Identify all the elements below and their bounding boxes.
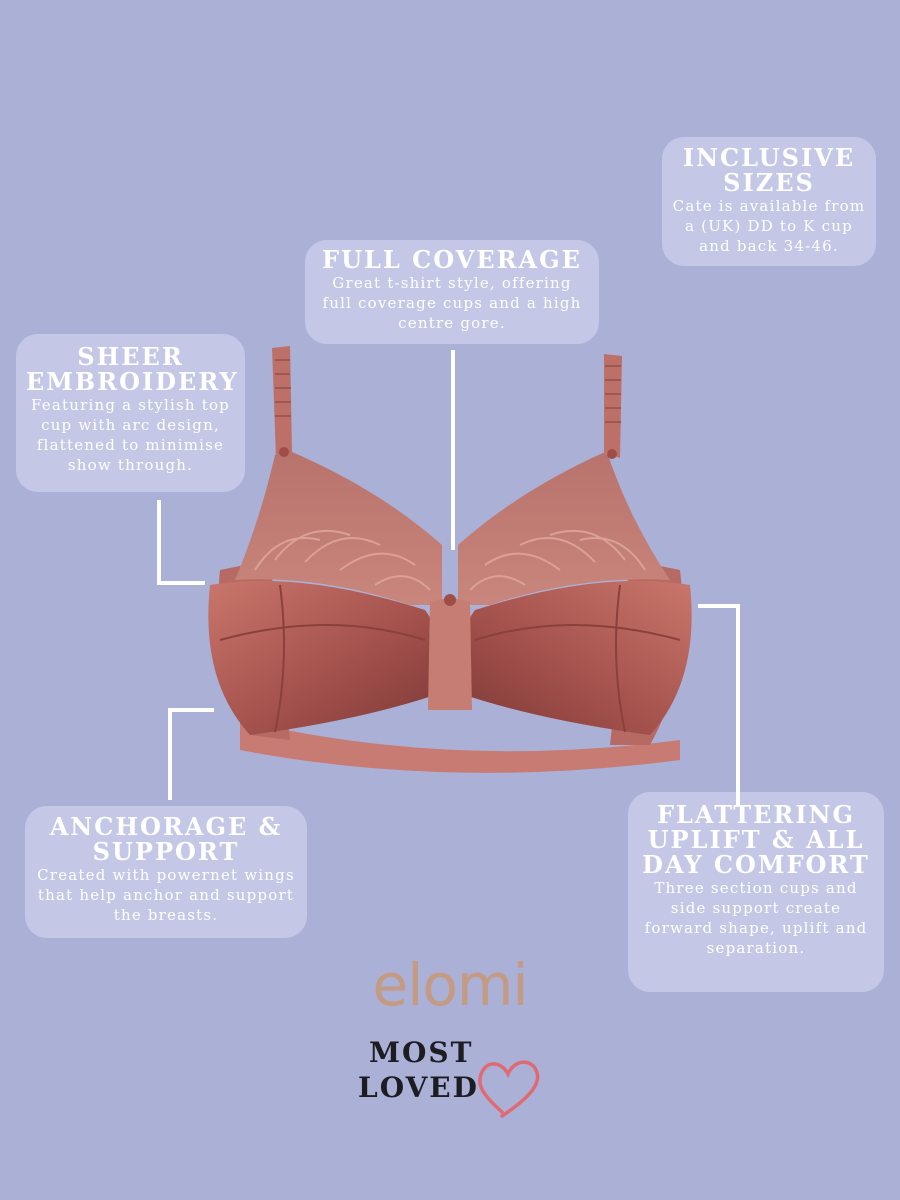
connector-uplift-vertical	[736, 604, 740, 806]
callout-text: Three section cups and side support crea…	[644, 879, 868, 957]
connector-sheer-vertical	[157, 500, 161, 585]
callout-text: Created with powernet wings that help an…	[37, 866, 295, 924]
callout-text: Cate is available from a (UK) DD to K cu…	[672, 197, 866, 255]
heart-icon	[478, 1060, 540, 1118]
top-cup-right	[458, 452, 670, 605]
strap-bow-left	[279, 447, 289, 457]
connector-uplift-horizontal	[698, 604, 740, 608]
callout-title: FULL COVERAGE	[322, 245, 582, 274]
connector-anchor-horizontal	[168, 708, 214, 712]
callout-title: INCLUSIVE SIZES	[682, 143, 856, 197]
callout-sheer-embroidery: SHEER EMBROIDERY Featuring a stylish top…	[16, 334, 245, 492]
top-cup-left	[235, 452, 442, 605]
cup-seams	[219, 584, 681, 733]
underband	[240, 720, 680, 773]
most-loved-line1: MOST	[369, 1036, 474, 1069]
embroidery-arcs	[254, 529, 646, 591]
cup-left	[208, 580, 440, 735]
connector-sheer-horizontal	[157, 581, 205, 585]
strap-bow-right	[607, 449, 617, 459]
callout-text: Featuring a stylish top cup with arc des…	[31, 396, 230, 474]
connector-full-coverage	[451, 350, 455, 550]
connector-anchor-vertical	[168, 708, 172, 800]
bra-illustration	[208, 346, 692, 773]
callout-text: Great t-shirt style, offering full cover…	[322, 274, 582, 332]
callout-full-coverage: FULL COVERAGE Great t-shirt style, offer…	[305, 240, 599, 344]
callout-title: ANCHORAGE & SUPPORT	[49, 812, 283, 866]
most-loved-line2: LOVED	[358, 1071, 479, 1104]
brand-logo: elomi	[372, 951, 529, 1019]
callout-title: SHEER EMBROIDERY	[26, 342, 239, 396]
callout-inclusive-sizes: INCLUSIVE SIZES Cate is available from a…	[662, 137, 876, 266]
strap-left	[272, 346, 292, 458]
centre-bow	[444, 594, 456, 606]
callout-flattering-uplift: FLATTERING UPLIFT & ALL DAY COMFORT Thre…	[628, 792, 884, 992]
centre-gore	[428, 598, 472, 710]
cup-right	[460, 580, 692, 735]
callout-title: FLATTERING UPLIFT & ALL DAY COMFORT	[642, 800, 870, 879]
strap-right	[604, 354, 622, 458]
callout-anchorage-support: ANCHORAGE & SUPPORT Created with powerne…	[25, 806, 307, 938]
